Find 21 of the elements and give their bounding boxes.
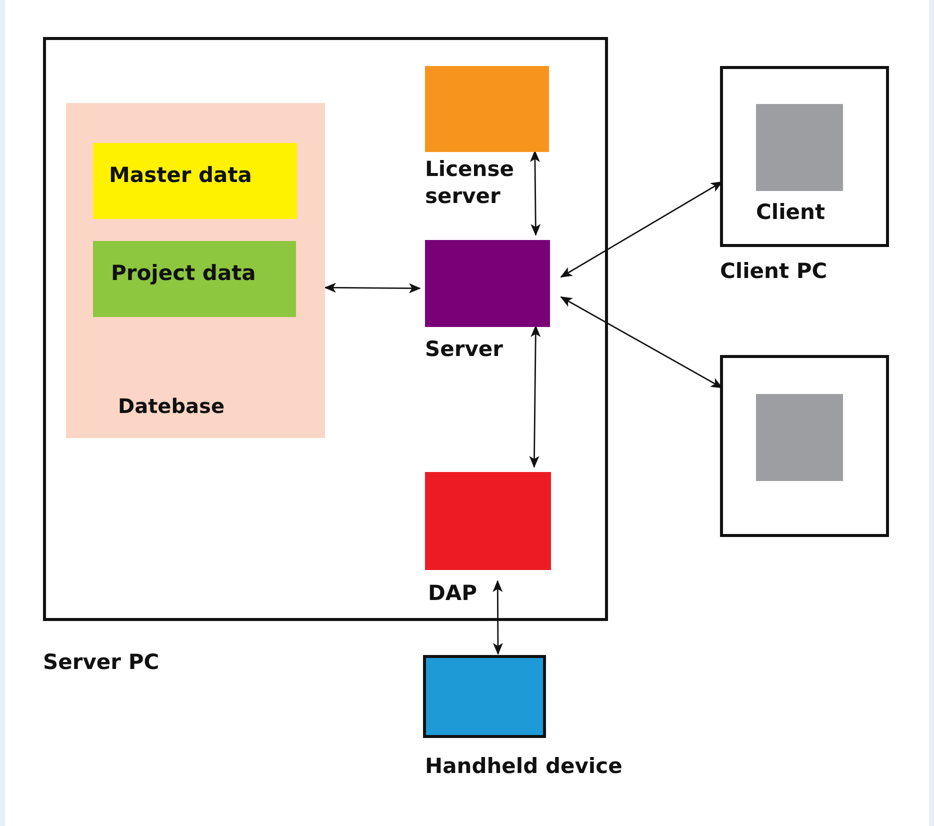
node-label: Server PC bbox=[43, 649, 160, 676]
node-label: Master data bbox=[109, 162, 252, 189]
node-label: Project data bbox=[111, 260, 256, 287]
node-label: Server bbox=[425, 336, 504, 363]
node-label: License server bbox=[425, 156, 515, 210]
data-box bbox=[93, 143, 297, 219]
arrow bbox=[530, 150, 541, 236]
arrow bbox=[560, 181, 723, 278]
node-label: Datebase bbox=[118, 393, 225, 419]
node-label: Client bbox=[756, 199, 826, 226]
arrow bbox=[324, 282, 421, 294]
database-panel bbox=[66, 103, 325, 438]
node-label: Handheld device bbox=[425, 753, 622, 780]
arrow bbox=[492, 580, 503, 655]
empty-box bbox=[720, 355, 889, 537]
empty-box bbox=[756, 394, 843, 481]
data-box bbox=[93, 241, 296, 317]
node-label: DAP bbox=[428, 580, 478, 607]
arrow bbox=[560, 296, 723, 388]
node-label: Client PC bbox=[720, 258, 828, 285]
arrow bbox=[529, 325, 541, 468]
